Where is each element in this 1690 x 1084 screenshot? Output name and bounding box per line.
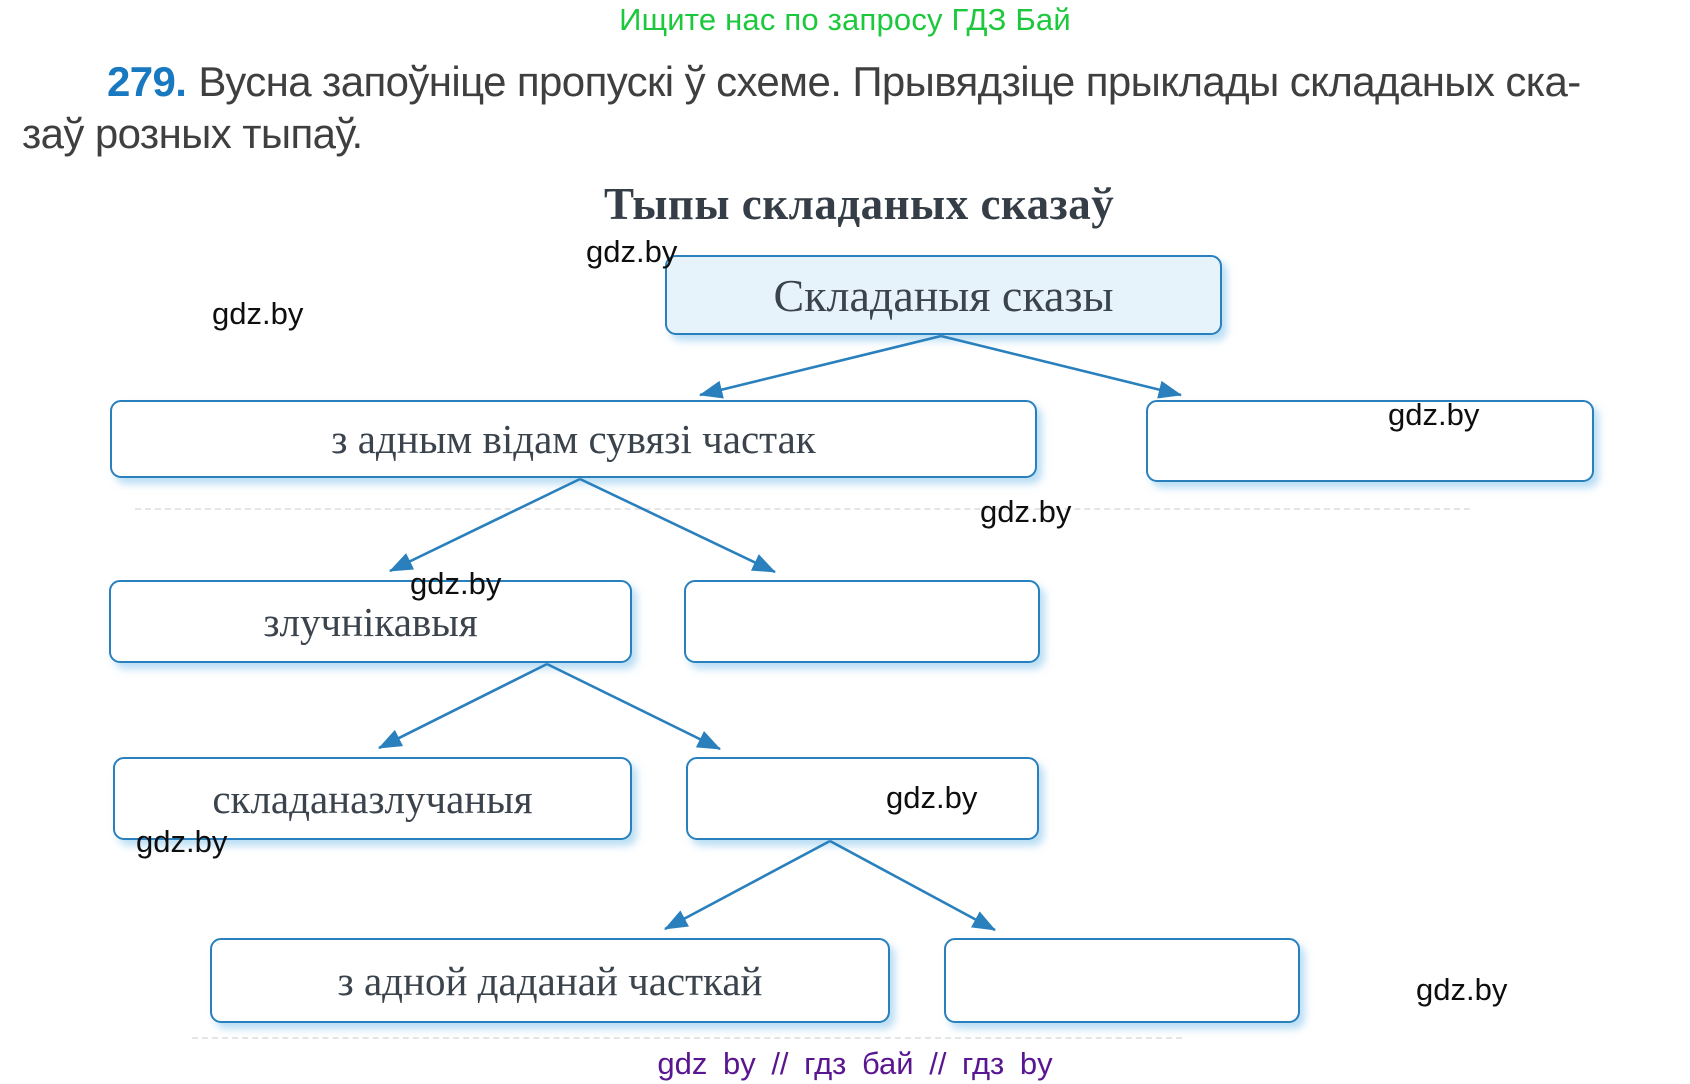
arrow-l4-to-left: [664, 839, 831, 931]
gdz-watermark: gdz.by: [980, 494, 1072, 529]
gdz-watermark: gdz.by: [586, 234, 678, 269]
node-blank-level2: [1146, 400, 1594, 482]
exercise-text-line-1: 279.Вусна запоўніце пропускі ў схеме. Пр…: [107, 58, 1581, 106]
promo-banner: Ищите нас по запросу ГДЗ Бай: [619, 2, 1071, 37]
scan-artifact-line: [192, 1037, 1182, 1039]
arrow-l4-to-right: [829, 839, 996, 932]
exercise-text-part-1: Вусна запоўніце пропускі ў схеме. Прывяд…: [198, 58, 1581, 105]
gdz-watermark: gdz.by: [1388, 397, 1480, 432]
node-blank-level4: [686, 757, 1039, 840]
arrow-l3-to-right: [546, 662, 721, 751]
node-one-type-connection: з адным відам сувязі частак: [110, 400, 1037, 478]
node-conjunctional: злучнікавыя: [109, 580, 632, 663]
exercise-text-line-2: заў розных тыпаў.: [22, 110, 363, 157]
node-complex-sentences: Складаныя сказы: [665, 255, 1222, 335]
node-blank-level3: [684, 580, 1040, 663]
diagram-title: Тыпы складаных сказаў: [604, 179, 1115, 229]
gdz-watermark: gdz.by: [136, 824, 228, 859]
node-compound: складаназлучаныя: [113, 757, 632, 840]
arrow-l2-to-right: [579, 477, 776, 574]
gdz-watermark: gdz.by: [886, 780, 978, 815]
exercise-number: 279.: [107, 58, 187, 105]
node-one-subordinate: з адной даданай часткай: [210, 938, 890, 1023]
arrow-l2-to-left: [389, 477, 581, 573]
gdz-watermark: gdz.by: [1416, 972, 1508, 1007]
gdz-watermark: gdz.by: [212, 296, 304, 331]
arrow-root-to-right: [940, 334, 1183, 399]
arrow-l3-to-left: [378, 662, 548, 750]
scan-artifact-line: [135, 508, 1470, 510]
gdz-watermark: gdz.by: [410, 566, 502, 601]
node-blank-level5: [944, 938, 1300, 1023]
footer-watermark: gdz by // гдз бай // гдз by: [657, 1046, 1053, 1081]
arrow-root-to-left: [698, 334, 942, 399]
